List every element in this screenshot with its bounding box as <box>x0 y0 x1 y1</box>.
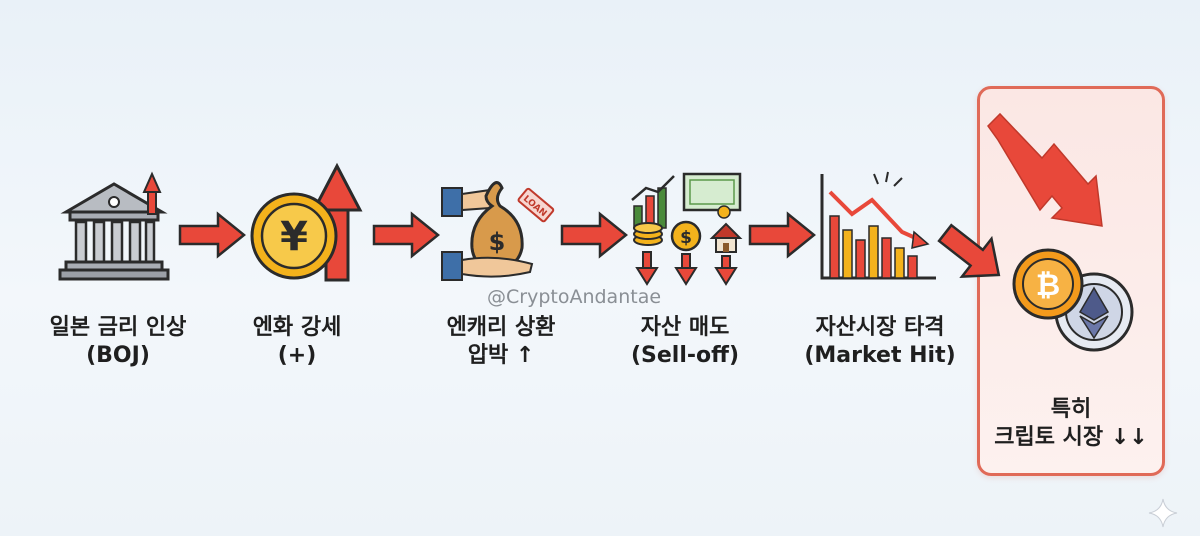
step-label-4: 자산 매도(Sell-off) <box>630 315 740 368</box>
flow-arrow-2 <box>372 211 440 259</box>
yen-coin-icon: ¥ <box>250 162 363 282</box>
step-label-5: 자산시장 타격(Market Hit) <box>804 315 956 368</box>
asset-selloff-icon: $ <box>631 172 743 286</box>
svg-text:$: $ <box>680 228 692 248</box>
flow-arrow-5 <box>937 223 1001 278</box>
flow-arrow-4 <box>748 211 816 259</box>
svg-text:¥: ¥ <box>280 214 308 260</box>
watermark-text: @CryptoAndantae <box>487 286 662 308</box>
money-bag-loan-icon: $ LOAN <box>441 181 555 281</box>
flow-arrow-3 <box>560 211 628 259</box>
sparkle-icon <box>1148 498 1178 528</box>
bank-building-icon <box>58 171 170 281</box>
svg-text:$: $ <box>489 228 506 256</box>
falling-chart-icon <box>820 171 936 280</box>
flow-arrow-1 <box>178 211 246 259</box>
crash-arrow-icon <box>987 112 1103 227</box>
step-label-2: 엔화 강세(+) <box>252 315 342 368</box>
crypto-coins-icon: ₿ <box>1012 248 1134 352</box>
step-label-1: 일본 금리 인상(BOJ) <box>49 315 187 368</box>
svg-text:₿: ₿ <box>1036 268 1060 303</box>
